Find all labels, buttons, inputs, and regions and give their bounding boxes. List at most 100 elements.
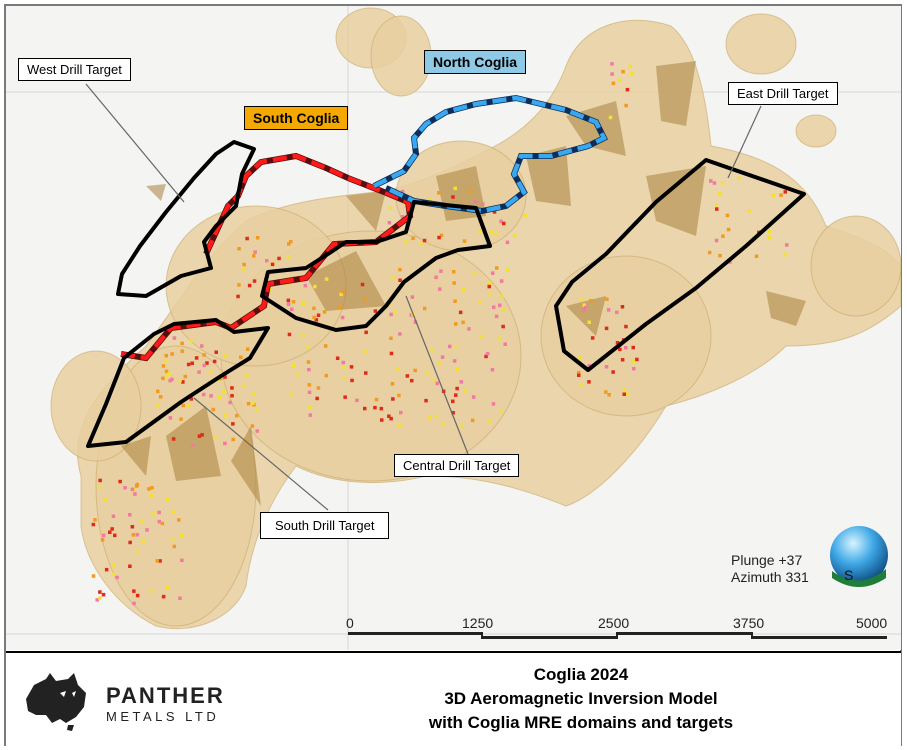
- drill-collar-point: [147, 487, 151, 491]
- drill-collar-point: [448, 344, 452, 349]
- drill-collar-point: [389, 336, 393, 340]
- drill-collar-point: [512, 234, 517, 238]
- azimuth-text: Azimuth 331: [731, 569, 809, 585]
- drill-collar-point: [110, 527, 114, 531]
- drill-collar-point: [118, 479, 122, 484]
- drill-collar-point: [490, 368, 495, 372]
- drill-collar-point: [621, 69, 625, 74]
- drill-collar-point: [291, 300, 296, 304]
- drill-collar-point: [224, 413, 228, 418]
- drill-collar-point: [253, 250, 257, 254]
- drill-collar-point: [484, 354, 488, 359]
- drill-collar-point: [452, 270, 456, 274]
- drill-collar-point: [172, 544, 176, 549]
- drill-collar-point: [235, 413, 239, 418]
- drill-collar-point: [135, 593, 140, 598]
- drill-collar-point: [180, 341, 184, 346]
- drill-collar-point: [437, 191, 441, 195]
- drill-collar-point: [132, 589, 136, 593]
- drill-collar-point: [373, 309, 378, 313]
- drill-collar-point: [98, 484, 102, 489]
- drill-collar-point: [209, 394, 213, 398]
- east-drill-target-outline: [554, 158, 806, 372]
- drill-collar-point: [427, 416, 432, 420]
- drill-collar-point: [400, 189, 405, 194]
- scale-bar: [348, 632, 887, 639]
- scale-tick-label: 0: [346, 615, 354, 631]
- drill-collar-point: [340, 315, 345, 320]
- drill-collar-point: [247, 283, 252, 288]
- drill-collar-point: [715, 207, 719, 211]
- drill-collar-point: [179, 417, 183, 421]
- drill-collar-point: [495, 266, 499, 270]
- drill-collar-point: [492, 210, 497, 214]
- drill-collar-point: [488, 419, 492, 423]
- drill-collar-point: [180, 349, 184, 353]
- drill-collar-point: [420, 242, 424, 246]
- drill-collar-point: [396, 367, 400, 371]
- drill-collar-point: [231, 437, 235, 442]
- drill-collar-point: [251, 392, 256, 397]
- caption-line-2: 3D Aeromagnetic Inversion Model: [444, 689, 718, 708]
- drill-collar-point: [177, 518, 181, 522]
- drill-collar-point: [197, 434, 202, 438]
- drill-collar-point: [179, 533, 184, 538]
- drill-collar-point: [624, 103, 628, 108]
- drill-collar-point: [625, 392, 630, 396]
- drill-collar-point: [145, 528, 149, 532]
- drill-collar-point: [202, 353, 206, 357]
- drill-collar-point: [393, 310, 397, 315]
- orientation-sphere-icon: S: [830, 526, 888, 587]
- drill-collar-point: [620, 305, 625, 309]
- drill-collar-point: [237, 247, 241, 251]
- drill-collar-point: [410, 295, 415, 299]
- drill-collar-point: [491, 271, 495, 275]
- drill-collar-point: [387, 221, 392, 225]
- drill-collar-point: [190, 443, 195, 447]
- drill-collar-point: [615, 310, 619, 315]
- drill-collar-point: [452, 359, 457, 363]
- drill-collar-point: [438, 287, 442, 291]
- drill-collar-point: [608, 115, 613, 120]
- drill-collar-point: [91, 522, 96, 527]
- drill-collar-point: [478, 300, 482, 305]
- drill-collar-point: [130, 487, 135, 492]
- drill-collar-point: [580, 298, 585, 302]
- drill-collar-point: [462, 287, 466, 291]
- drill-collar-point: [779, 193, 783, 197]
- brand-name: PANTHER: [106, 683, 225, 708]
- drill-collar-point: [390, 382, 395, 386]
- drill-collar-point: [108, 530, 112, 534]
- drill-collar-point: [112, 572, 116, 577]
- drill-collar-point: [277, 256, 281, 261]
- drill-collar-point: [470, 418, 475, 423]
- drill-collar-point: [213, 436, 217, 440]
- drill-collar-point: [307, 383, 312, 387]
- drill-collar-point: [242, 384, 246, 388]
- drill-collar-point: [286, 302, 291, 306]
- drill-collar-point: [178, 596, 182, 600]
- north-coglia-domain-dash: [372, 95, 608, 214]
- drill-collar-point: [183, 374, 188, 379]
- drill-collar-point: [168, 416, 173, 420]
- drill-collar-point: [499, 279, 504, 283]
- drill-collar-point: [380, 418, 384, 422]
- drill-collar-point: [454, 344, 459, 349]
- drill-collar-point: [771, 193, 775, 197]
- drill-collar-point: [194, 356, 199, 360]
- drill-collar-point: [306, 345, 310, 349]
- drill-collar-point: [604, 390, 608, 394]
- drill-collar-point: [587, 364, 591, 368]
- drill-collar-point: [141, 539, 145, 543]
- drill-collar-point: [314, 318, 319, 322]
- drill-collar-point: [579, 382, 583, 387]
- drill-collar-point: [389, 351, 394, 356]
- caption-line-3: with Coglia MRE domains and targets: [428, 713, 734, 732]
- drill-collar-point: [340, 289, 345, 294]
- drill-collar-point: [135, 533, 140, 537]
- drill-collar-point: [373, 405, 377, 410]
- drill-collar-point: [133, 492, 137, 496]
- drill-collar-point: [242, 267, 246, 271]
- drill-collar-point: [158, 395, 163, 399]
- drill-collar-point: [630, 71, 634, 76]
